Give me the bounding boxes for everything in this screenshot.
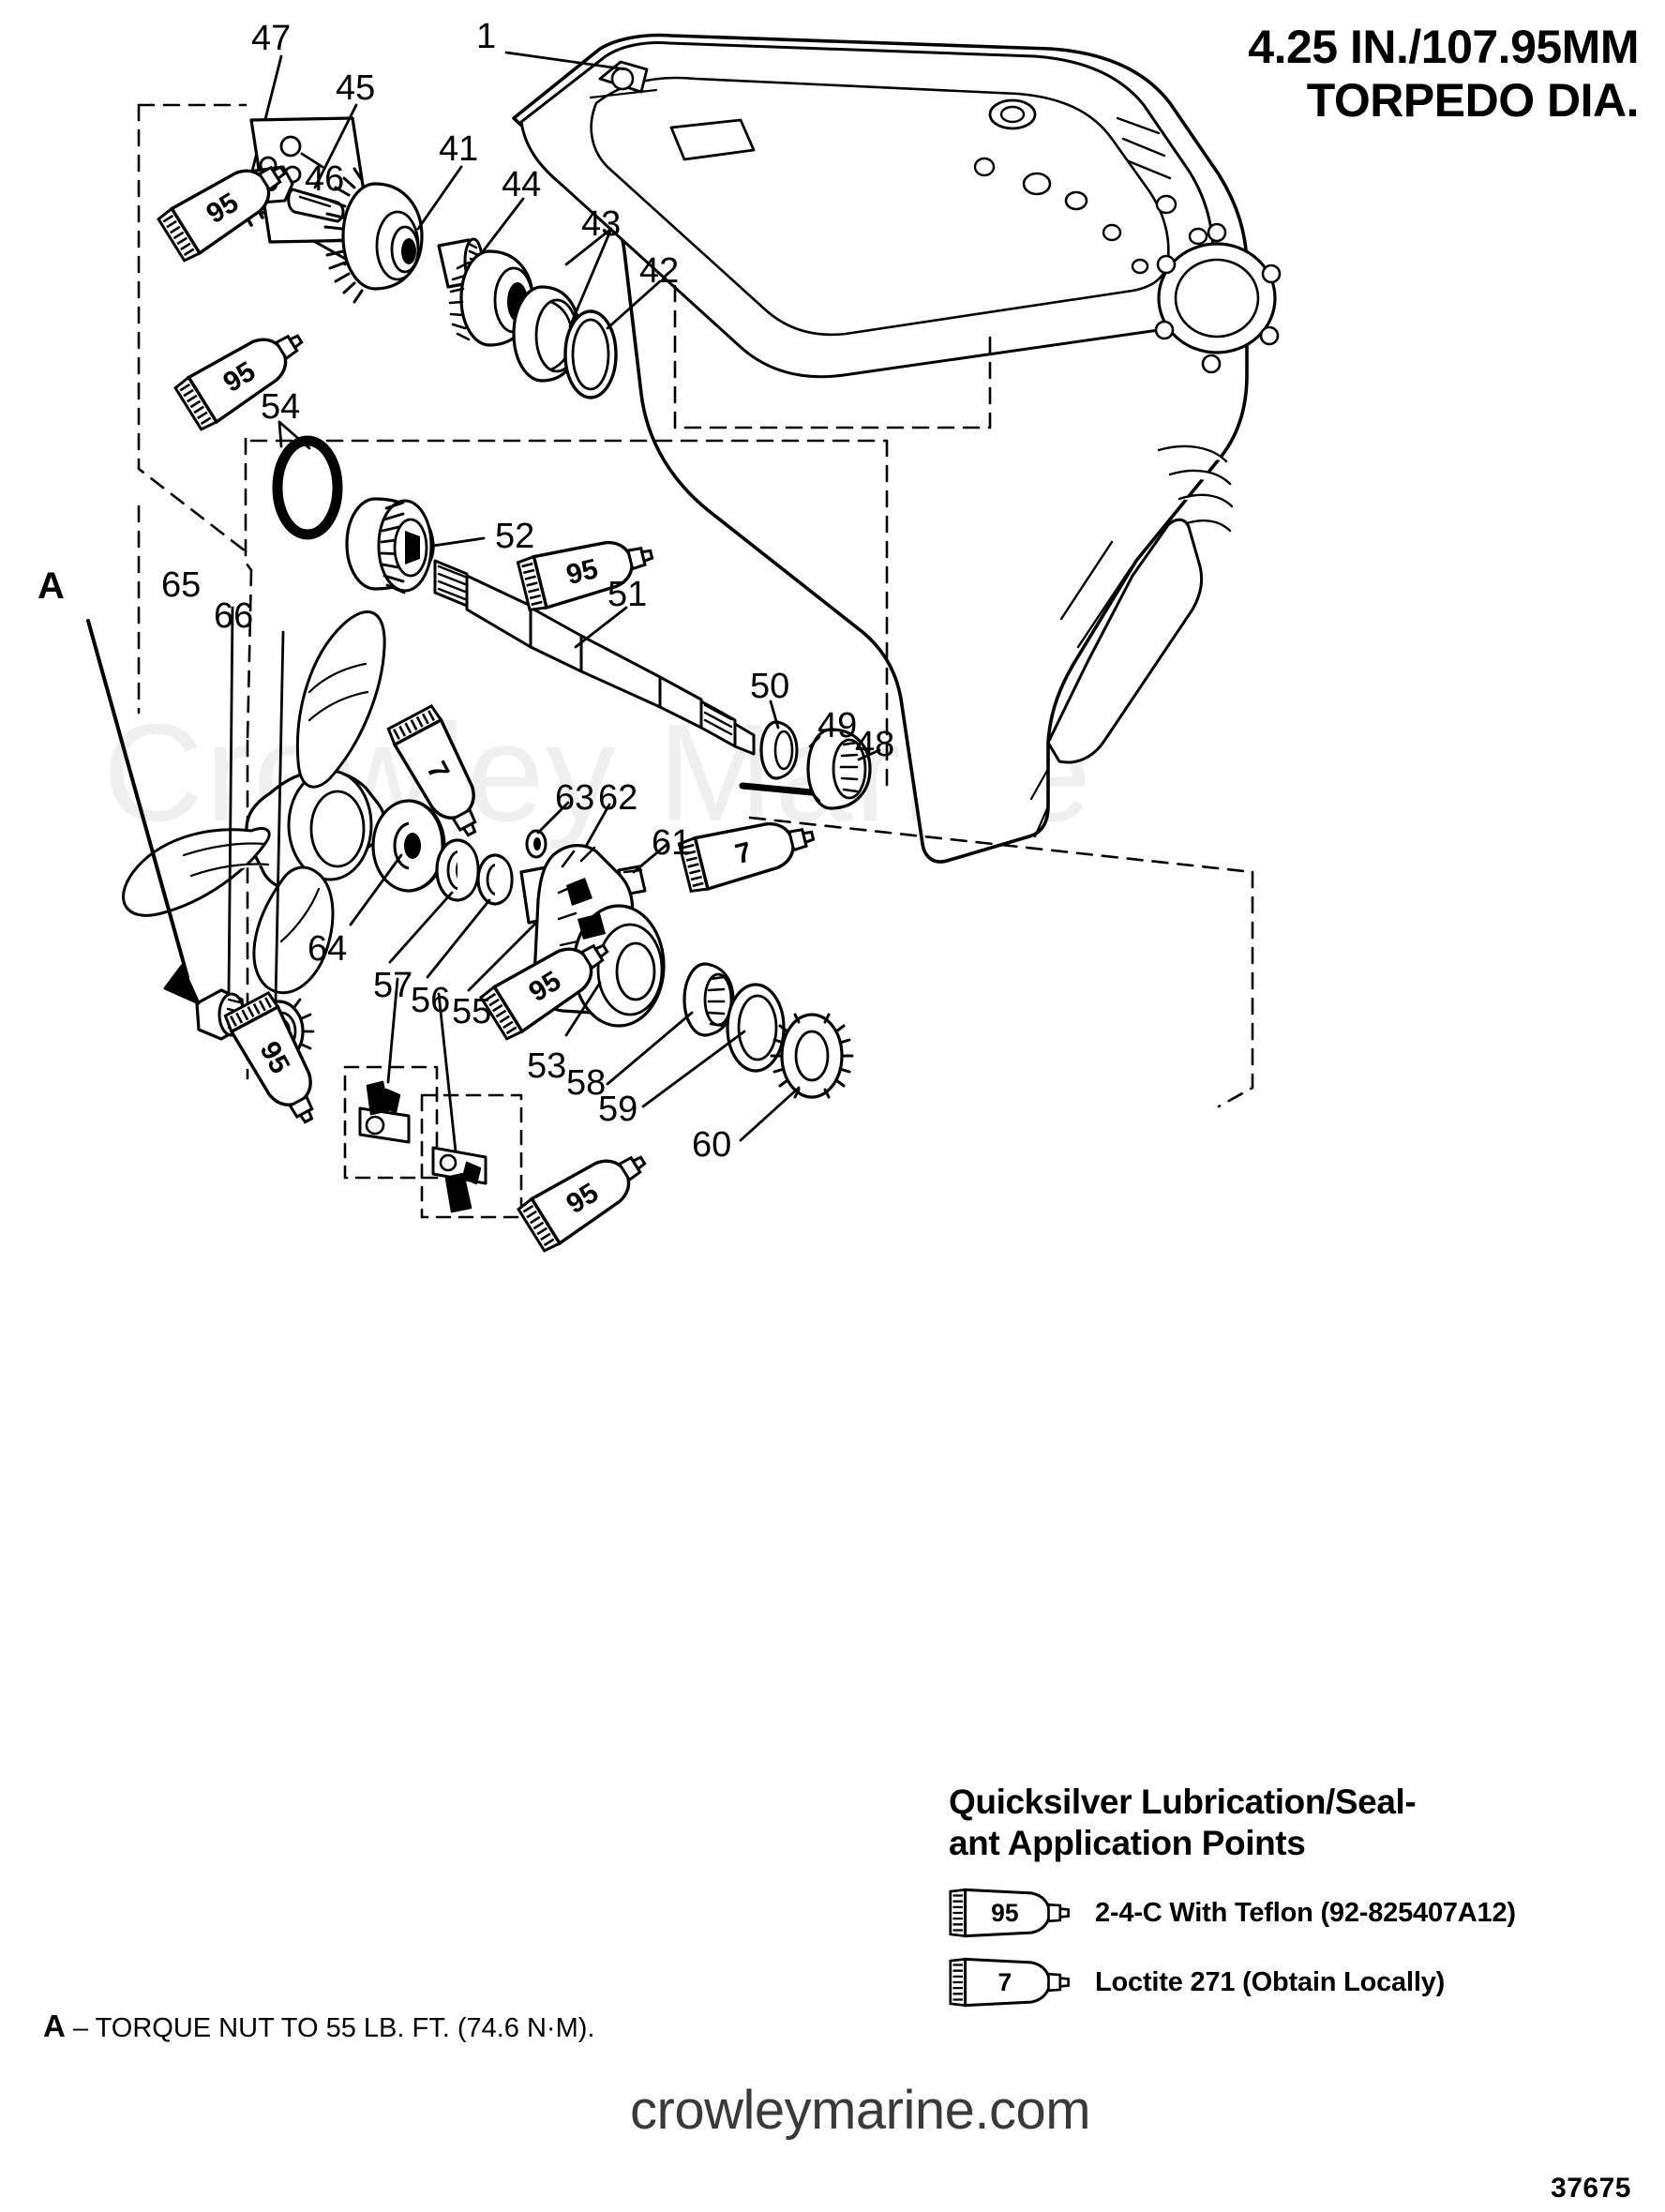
leader-41 — [416, 165, 463, 231]
legend-heading: Quicksilver Lubrication/Seal- ant Applic… — [949, 1782, 1474, 1863]
title-line-1: 4.25 IN./107.95MM — [1248, 21, 1639, 73]
lube-tube-7: 7 — [677, 808, 821, 895]
torque-note-text: TORQUE NUT TO 55 LB. FT. (74.6 N·M). — [95, 2013, 595, 2043]
part-56-seal — [476, 853, 514, 906]
part-52-forward-gear — [345, 497, 435, 594]
leader-56b — [437, 992, 458, 1153]
part-48-clutch-dog — [806, 728, 872, 810]
leader-52 — [431, 536, 486, 548]
lube-tube-95: 95 — [172, 315, 316, 433]
leader-48 — [857, 748, 881, 761]
propeller — [122, 610, 386, 995]
part-60-thrust-bearing — [770, 1013, 854, 1099]
dashed-group-mid — [244, 437, 889, 795]
legend-heading-line-1: Quicksilver Lubrication/Seal- — [949, 1783, 1417, 1821]
gearcase-housing — [512, 33, 1282, 864]
leader-42 — [606, 279, 662, 330]
leader-60 — [739, 1086, 801, 1142]
torque-note-ref: A — [43, 2009, 66, 2043]
part-57-seal — [435, 838, 480, 902]
dashed-subassembly-boxes — [343, 1065, 523, 1219]
part-54-oring — [272, 435, 343, 540]
lube-tube-95: 95 — [156, 146, 299, 264]
lube-tube-95: 95 — [516, 527, 660, 614]
dashed-group-upper — [137, 103, 992, 553]
leader-63 — [536, 801, 570, 835]
legend-item-text: 2-4-C With Teflon (92-825407A12) — [1095, 1897, 1516, 1928]
leader-1 — [504, 51, 628, 71]
leader-59 — [641, 1030, 746, 1108]
part-63-detent-ball — [525, 829, 548, 859]
lube-tube-95: 95 — [478, 925, 622, 1043]
lube-tube-95: 95 — [221, 990, 334, 1135]
leader-43 — [564, 227, 613, 328]
legend-tube-code: 7 — [998, 1968, 1012, 1996]
leader-64 — [349, 853, 403, 926]
leader-53 — [564, 981, 602, 1037]
leader-65 — [227, 606, 234, 994]
leader-51 — [574, 606, 628, 649]
part-50-thrust-washer — [759, 720, 799, 780]
leader-61 — [632, 842, 669, 874]
leader-45 — [313, 103, 358, 189]
leader-57 — [388, 891, 454, 964]
title-block: 4.25 IN./107.95MM TORPEDO DIA. — [1248, 21, 1639, 128]
lube-tube-code: 95 — [563, 553, 601, 591]
part-42-oring — [563, 309, 618, 399]
leader-50 — [769, 700, 780, 730]
part-41-pinion-gear — [323, 167, 424, 304]
leader-55 — [467, 921, 538, 992]
shift-cam-subassembly-a — [358, 1080, 411, 1144]
legend-item-text: Loctite 271 (Obtain Locally) — [1095, 1966, 1446, 1997]
torque-note: A – TORQUE NUT TO 55 LB. FT. (74.6 N·M). — [43, 2009, 594, 2044]
leader-58 — [606, 1011, 694, 1086]
title-line-2: TORPEDO DIA. — [1306, 74, 1640, 127]
legend-tube-icon: 7 — [949, 1958, 1070, 2008]
site-footer: crowleymarine.com — [630, 2080, 1091, 2141]
part-64-thrust-hub — [371, 799, 446, 893]
lubrication-legend: Quicksilver Lubrication/Seal- ant Applic… — [949, 1782, 1642, 2023]
leader-A — [81, 619, 201, 1005]
leader-66 — [274, 630, 285, 1003]
legend-row-95: 95 2-4-C With Teflon (92-825407A12) — [949, 1884, 1642, 1942]
lube-tube-95: 95 — [516, 1136, 659, 1255]
lube-tube-7: 7 — [384, 703, 497, 848]
leader-54 — [278, 420, 311, 450]
legend-tube-icon: 95 — [949, 1888, 1070, 1938]
shift-cam-subassembly-b — [431, 1146, 488, 1213]
torque-note-dash: – — [72, 2013, 89, 2043]
leader-57b — [386, 977, 399, 1084]
part-51-propeller-shaft — [433, 559, 756, 756]
sheet-number: 37675 — [1551, 2173, 1631, 2204]
legend-tube-code: 95 — [991, 1899, 1018, 1927]
leader-56 — [426, 898, 491, 979]
legend-heading-line-2: ant Application Points — [949, 1823, 1306, 1862]
legend-row-7: 7 Loctite 271 (Obtain Locally) — [949, 1953, 1642, 2011]
legend-rows: 95 2-4-C With Teflon (92-825407A12) 7 Locti… — [949, 1884, 1642, 2011]
